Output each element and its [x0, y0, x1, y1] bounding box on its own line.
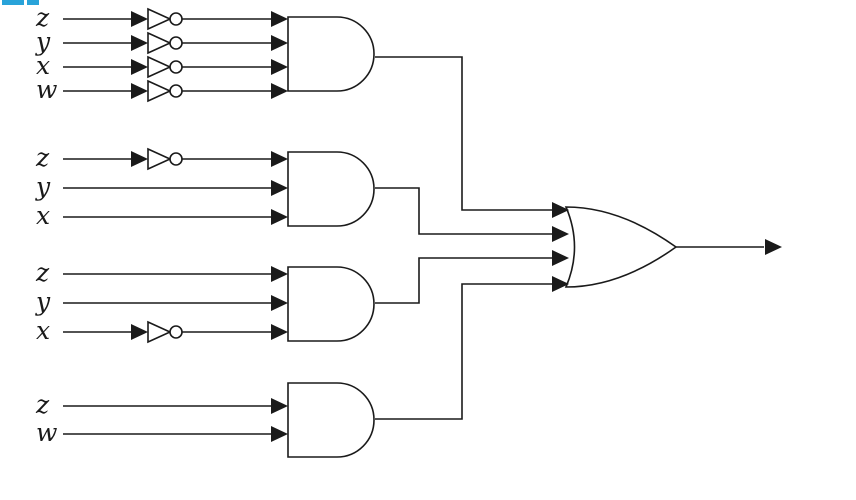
input-variable-label: z — [35, 390, 50, 419]
input-arrow — [131, 59, 148, 75]
input-variable-label: y — [35, 27, 51, 56]
gate-input-row: y — [35, 27, 288, 56]
and-gate-3-group — [287, 266, 375, 342]
input-variable-label: z — [35, 3, 50, 32]
gate-input-row: w — [36, 75, 288, 104]
gate-input-arrow — [271, 59, 288, 75]
inverter-gate — [147, 31, 172, 55]
gate-input-arrow — [271, 266, 288, 282]
or-input-arrow — [552, 250, 569, 266]
or-input-arrow — [552, 226, 569, 242]
gate-input-row: w — [36, 418, 288, 447]
inverter-bubble — [169, 325, 183, 339]
input-variable-label: x — [36, 316, 50, 345]
inverter-gate — [147, 147, 172, 171]
input-variable-label: x — [36, 201, 50, 230]
input-arrow — [131, 35, 148, 51]
gate-input-row: z — [35, 3, 288, 32]
inverter-gate — [147, 55, 172, 79]
input-variable-label: z — [35, 143, 50, 172]
inverter-bubble — [169, 12, 183, 26]
output-arrow — [765, 239, 782, 255]
inverter-bubble — [169, 152, 183, 166]
inverter-bubble — [169, 36, 183, 50]
gate-input-arrow — [271, 11, 288, 27]
inverter-bubble — [169, 84, 183, 98]
gate-input-arrow — [271, 83, 288, 99]
and-gate — [287, 382, 375, 458]
inverter-gate — [147, 7, 172, 31]
gate-input-arrow — [271, 324, 288, 340]
and-gate-1-group — [287, 16, 375, 92]
gate-input-row: x — [36, 201, 288, 230]
and-gate-2-group — [287, 151, 375, 227]
or-gate-group — [564, 206, 678, 288]
gate-input-arrow — [271, 151, 288, 167]
or-input-arrow — [552, 276, 569, 292]
input-arrow — [131, 83, 148, 99]
figure-header-fragment — [27, 0, 39, 5]
gate-input-arrow — [271, 295, 288, 311]
gate-input-arrow — [271, 180, 288, 196]
gate-input-arrow — [271, 426, 288, 442]
gate-input-row: x — [36, 51, 288, 80]
input-arrow — [131, 11, 148, 27]
and3-to-or-wire — [375, 257, 552, 304]
figure-header-fragment — [2, 0, 24, 5]
and-gate — [287, 266, 375, 342]
and-gate — [287, 16, 375, 92]
input-variable-label: y — [35, 172, 51, 201]
gate-input-row: z — [35, 258, 288, 287]
input-variable-label: w — [36, 418, 57, 447]
input-arrow — [131, 151, 148, 167]
and-gate-4-group — [287, 382, 375, 458]
gate-input-arrow — [271, 209, 288, 225]
gate-input-row: z — [35, 390, 288, 419]
gate-input-arrow — [271, 35, 288, 51]
input-variable-label: w — [36, 75, 57, 104]
inverter-gate — [147, 79, 172, 103]
gate-input-row: y — [35, 287, 288, 316]
inverter-gate — [147, 320, 172, 344]
input-variable-label: x — [36, 51, 50, 80]
input-variable-label: z — [35, 258, 50, 287]
or-input-arrow — [552, 202, 569, 218]
and2-to-or-wire — [375, 187, 552, 235]
or-gate — [564, 206, 678, 288]
and4-to-or-wire — [375, 283, 552, 420]
gate-input-row: z — [35, 143, 288, 172]
input-variable-label: y — [35, 287, 51, 316]
gate-input-arrow — [271, 398, 288, 414]
and1-to-or-wire — [375, 56, 552, 211]
input-arrow — [131, 324, 148, 340]
gate-input-row: y — [35, 172, 288, 201]
inverter-bubble — [169, 60, 183, 74]
and-gate — [287, 151, 375, 227]
gate-input-row: x — [36, 316, 288, 345]
